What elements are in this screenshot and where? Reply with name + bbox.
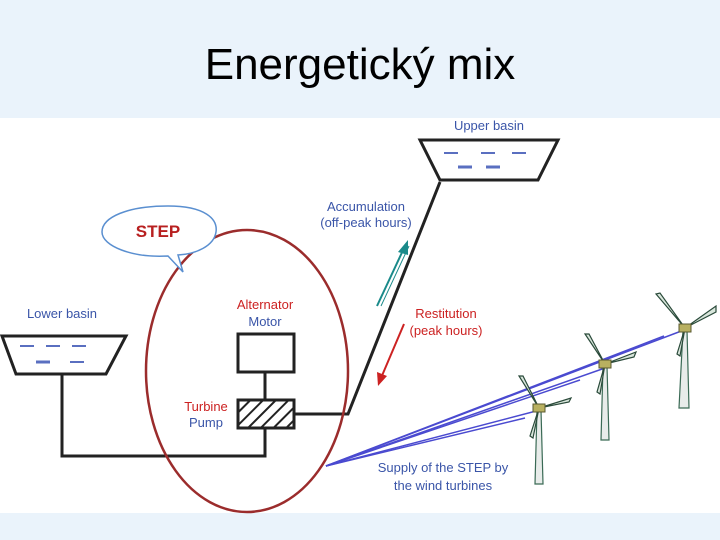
lower-basin — [0, 334, 129, 376]
bottom-band — [0, 513, 720, 540]
supply-label-2: the wind turbines — [394, 478, 493, 493]
lower-pipe — [60, 374, 267, 458]
title-band — [0, 0, 720, 118]
restitution-label-2: (peak hours) — [410, 323, 483, 338]
penstock-pipe — [294, 181, 442, 416]
accumulation-label-1: Accumulation — [327, 199, 405, 214]
motor-label: Motor — [248, 314, 282, 329]
wind-turbine-2 — [583, 333, 638, 441]
pump-label: Pump — [189, 415, 223, 430]
slide-title: Energetický mix — [204, 40, 516, 89]
upper-basin — [417, 138, 561, 182]
step-label: STEP — [136, 222, 180, 241]
wind-turbine-3 — [654, 292, 717, 409]
wind-turbine-1 — [517, 375, 573, 485]
upper-basin-label: Upper basin — [454, 118, 524, 133]
turbine-label: Turbine — [184, 399, 228, 414]
diagram-area — [0, 118, 720, 513]
lower-basin-label: Lower basin — [27, 306, 97, 321]
restitution-label-1: Restitution — [415, 306, 476, 321]
supply-label-1: Supply of the STEP by — [378, 460, 509, 475]
accumulation-arrow — [376, 240, 410, 307]
alternator-label: Alternator — [237, 297, 294, 312]
step-ellipse — [144, 228, 350, 514]
alternator-box — [236, 332, 296, 374]
restitution-arrow — [377, 323, 405, 386]
wind-supply-lines — [325, 329, 685, 467]
turbine-box — [236, 398, 296, 430]
step-callout — [101, 205, 217, 273]
accumulation-label-2: (off-peak hours) — [320, 215, 412, 230]
